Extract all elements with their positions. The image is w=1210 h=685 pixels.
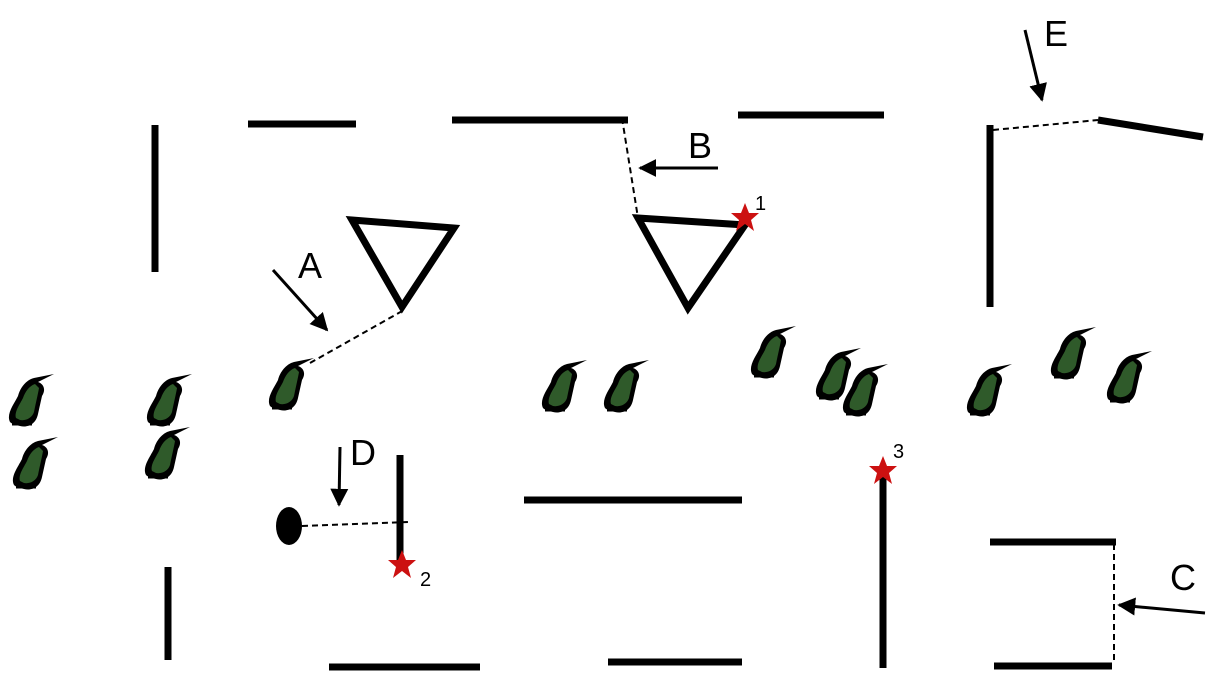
triangle-obstacle-right: [631, 214, 752, 315]
arrow-e: [1023, 29, 1047, 102]
wall-top-right-slanted: [1097, 116, 1204, 141]
soldier-icon: [965, 362, 1014, 418]
soldier-icon: [145, 372, 194, 428]
soldier-icon: [602, 358, 651, 414]
dashed-line-b: [621, 117, 639, 219]
soldier-icon: [7, 372, 56, 428]
dashed-line-e: [992, 119, 1099, 131]
arrow-a: [271, 268, 329, 332]
marker-3-label: 3: [893, 441, 904, 463]
label-c: C: [1170, 557, 1196, 598]
label-e: E: [1044, 13, 1068, 54]
oval-obstacle-icon: [276, 507, 302, 545]
soldier-icon: [1105, 349, 1154, 405]
soldier-icon: [267, 356, 316, 412]
soldier-icon: [11, 435, 60, 491]
label-b: B: [688, 125, 712, 166]
label-d: D: [350, 432, 376, 473]
soldier-icon: [143, 425, 192, 481]
arrow-c: [1117, 597, 1206, 616]
dashed-line-a: [309, 309, 405, 364]
soldier-icon: [749, 324, 798, 380]
marker-2-label: 2: [420, 569, 431, 591]
label-a: A: [298, 245, 322, 286]
arrow-d: [330, 446, 349, 507]
marker-1-label: 1: [755, 193, 766, 215]
soldier-icon: [540, 358, 589, 414]
dashed-line-d: [301, 521, 409, 527]
star-marker-icon: [388, 550, 416, 578]
soldier-icon: [1049, 325, 1098, 381]
triangle-obstacle-left: [345, 215, 461, 314]
soldier-icon: [841, 362, 890, 418]
